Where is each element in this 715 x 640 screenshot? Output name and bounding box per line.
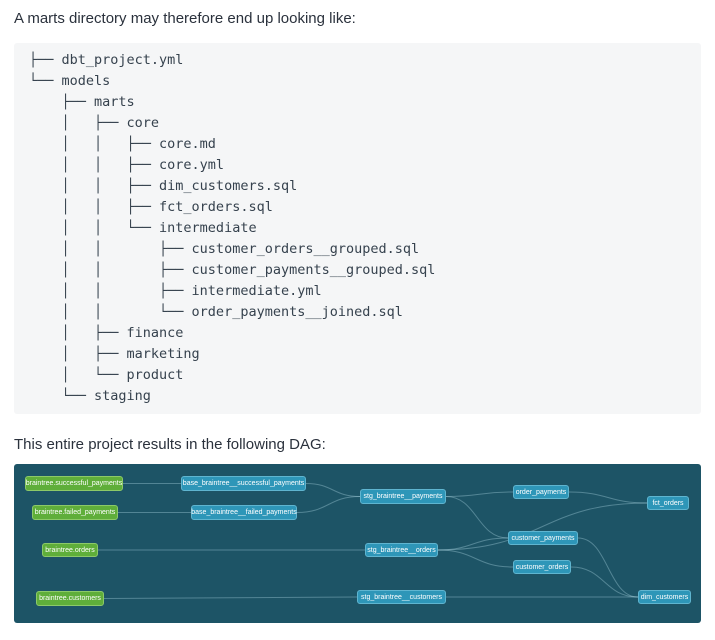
dag-node-base_braintree__failed_payments[interactable]: base_braintree__failed_payments [191,505,297,520]
dag-node-braintree_customers[interactable]: braintree.customers [36,591,104,606]
dag-edge [296,496,361,513]
dag-node-customer_orders[interactable]: customer_orders [513,560,571,574]
dag-caption-paragraph: This entire project results in the follo… [14,436,326,453]
doc-page: A marts directory may therefore end up l… [14,10,701,623]
dag-node-customer_payments[interactable]: customer_payments [508,531,578,545]
dag-node-braintree_failed_payments[interactable]: braintree.failed_payments [32,505,118,520]
dag-canvas: braintree.successful_payments base_braint… [14,464,701,623]
dag-node-base_braintree__successful_payments[interactable]: base_braintree__successful_payments [181,476,306,491]
dag-node-stg_braintree__payments[interactable]: stg_braintree__payments [360,489,446,504]
directory-tree-code-block: ├── dbt_project.yml └── models ├── marts… [14,43,701,414]
dag-edge [437,537,509,551]
directory-tree-text: ├── dbt_project.yml └── models ├── marts… [29,52,436,404]
dag-edge [445,496,509,539]
dag-edges-layer [97,483,648,599]
dag-edge [568,491,648,504]
dag-edge [437,549,514,568]
dag-node-dim_customers[interactable]: dim_customers [638,590,691,604]
dag-node-braintree_orders[interactable]: braintree.orders [42,543,98,557]
dag-edge [103,596,358,599]
intro-paragraph: A marts directory may therefore end up l… [14,10,356,27]
dag-node-order_payments[interactable]: order_payments [513,485,569,499]
dag-edge [305,483,361,497]
dag-node-braintree_successful_payments[interactable]: braintree.successful_payments [25,476,123,491]
dag-edge [570,566,639,598]
dag-node-fct_orders[interactable]: fct_orders [647,496,689,510]
dag-node-stg_braintree__customers[interactable]: stg_braintree__customers [357,590,446,604]
dag-node-stg_braintree__orders[interactable]: stg_braintree__orders [365,543,438,557]
dag-edge [577,537,639,598]
dag-edge [437,502,648,551]
dag-edge [445,491,514,497]
